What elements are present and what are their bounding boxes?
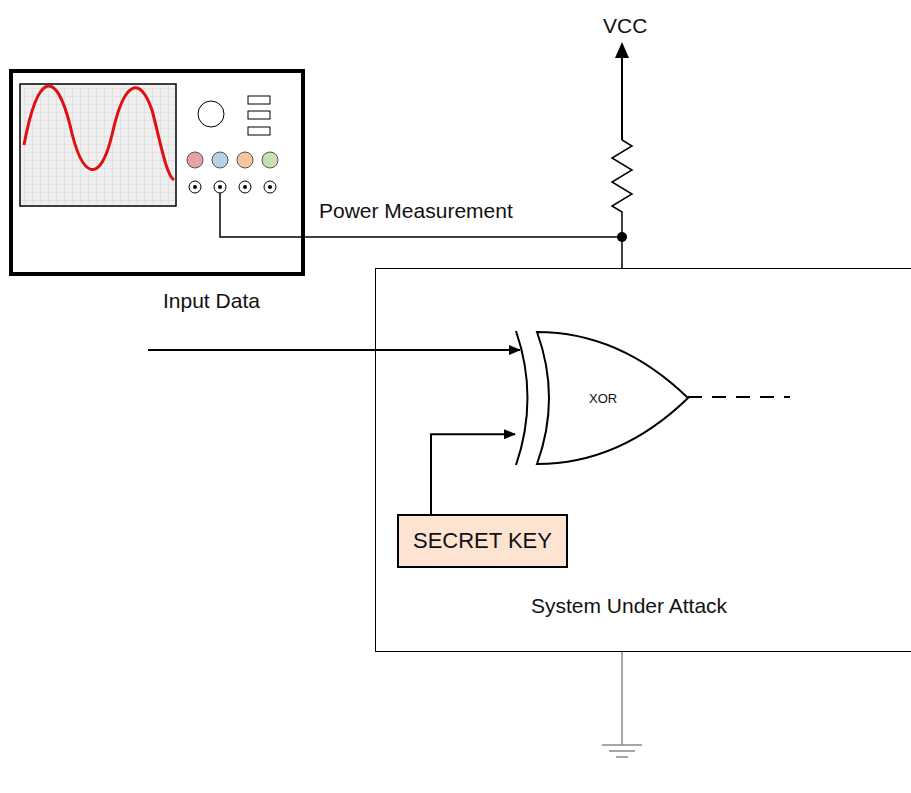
secret-key-box: SECRET KEY xyxy=(397,514,568,568)
signal-label: Power Measurement xyxy=(319,199,513,223)
vcc-arrow xyxy=(621,48,623,140)
resistor-symbol xyxy=(612,140,632,268)
vcc-arrowhead xyxy=(615,42,629,58)
xor-gate: XOR xyxy=(515,331,691,465)
input-wire xyxy=(148,349,520,351)
probe-wire xyxy=(220,193,622,237)
output-wire xyxy=(688,396,790,398)
gate-label: XOR xyxy=(589,391,617,406)
key-wire xyxy=(431,434,515,514)
box-label: System Under Attack xyxy=(531,594,727,618)
system-box: System Under Attack XOR SECRET KEY xyxy=(375,268,911,652)
input-label: Input Data xyxy=(163,289,260,313)
ground-symbol xyxy=(602,652,642,757)
oscilloscope xyxy=(11,71,303,274)
box-label: SECRET KEY xyxy=(413,528,552,554)
vcc-label: VCC xyxy=(603,14,647,38)
